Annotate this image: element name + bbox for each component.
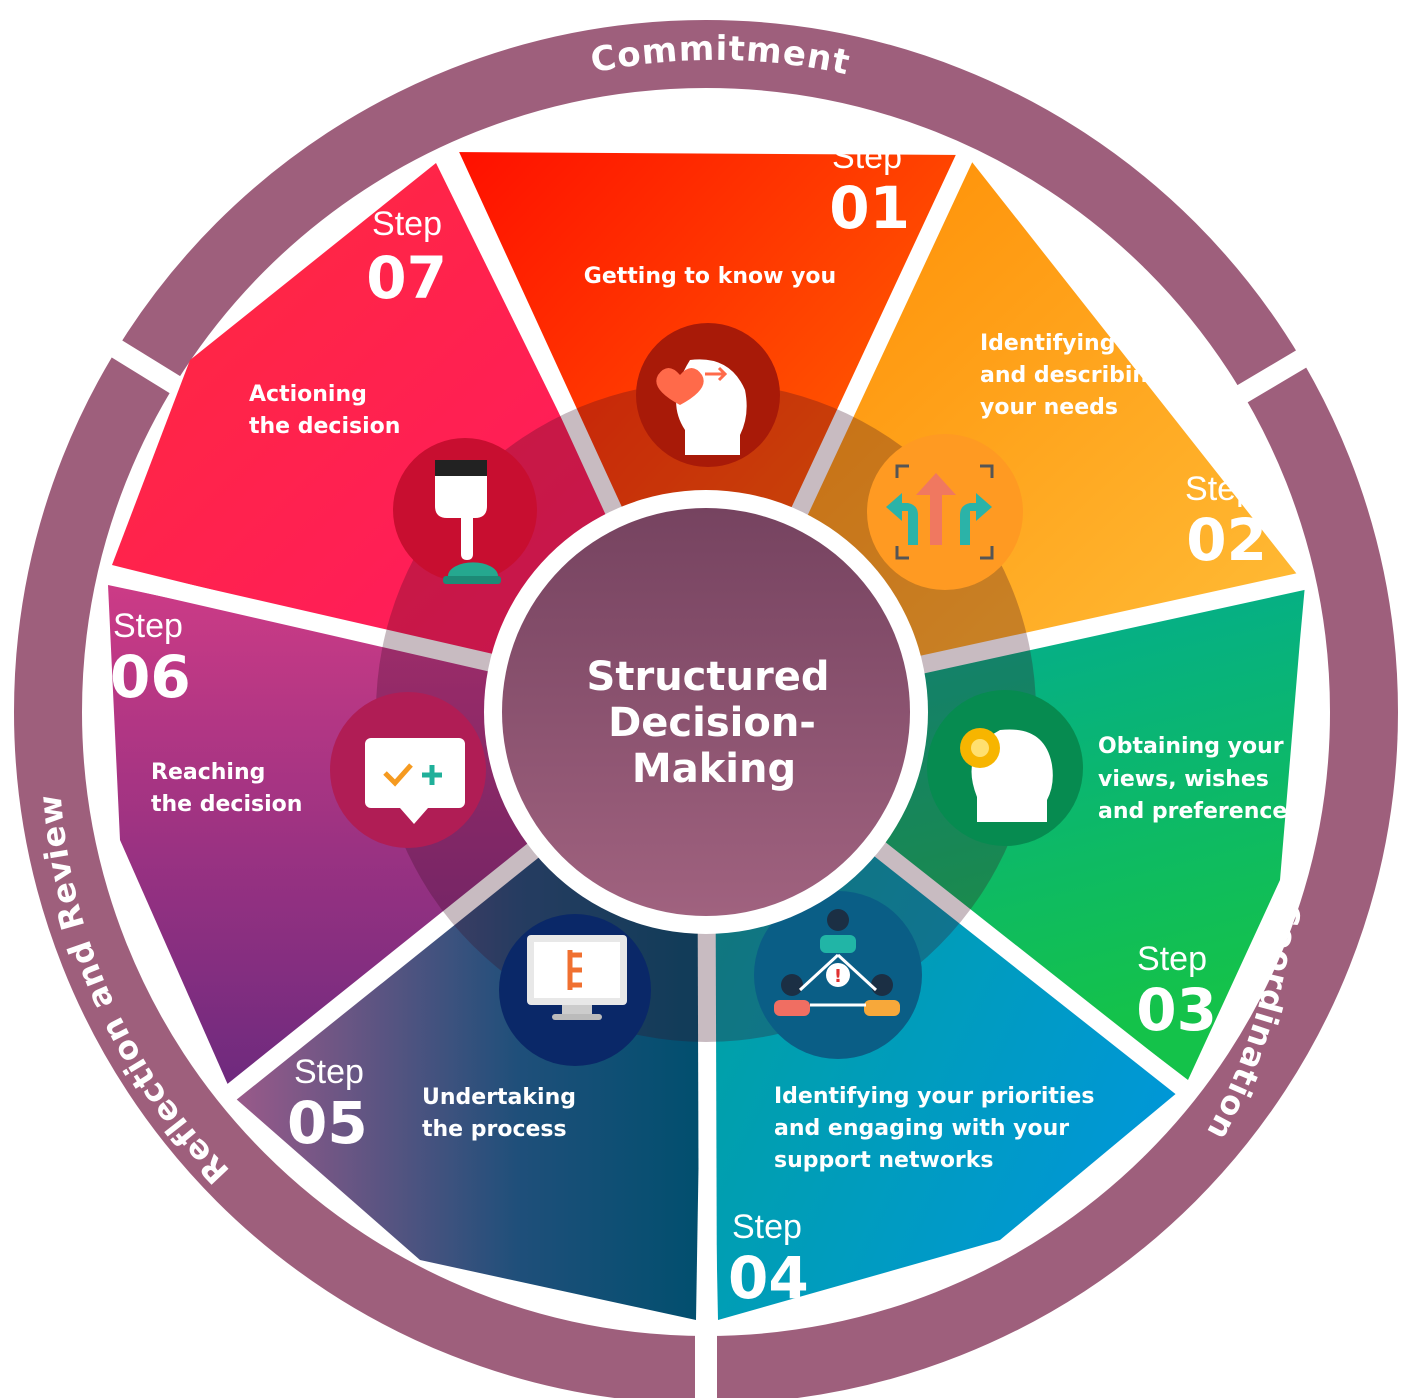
- svg-text:02: 02: [1186, 506, 1267, 574]
- step-02-text: Identifying and describing your needs: [980, 331, 1164, 420]
- svg-text:and describing: and describing: [980, 363, 1164, 388]
- step-04-label: Step 04: [728, 1208, 809, 1312]
- hub-line-1: Structured: [587, 654, 830, 700]
- svg-text:Step: Step: [294, 1053, 364, 1091]
- people-network-icon: !: [774, 909, 900, 1016]
- step-07-text: Actioning the decision: [249, 382, 400, 439]
- svg-text:the process: the process: [422, 1117, 567, 1142]
- svg-text:Step: Step: [832, 138, 902, 176]
- svg-text:07: 07: [366, 244, 447, 312]
- speech-check-plus-icon: [365, 738, 465, 824]
- svg-text:Reaching: Reaching: [151, 760, 265, 785]
- svg-text:05: 05: [287, 1089, 368, 1157]
- step-02-label: Step 02: [1185, 470, 1267, 574]
- svg-text:!: !: [834, 966, 842, 987]
- step-06-label: Step 06: [110, 607, 191, 711]
- svg-text:views, wishes: views, wishes: [1098, 767, 1269, 792]
- hub-line-2: Decision-: [608, 700, 816, 746]
- heart-head-icon: [656, 359, 747, 455]
- svg-text:Step: Step: [372, 205, 442, 243]
- step-04-text: Identifying your priorities and engaging…: [774, 1084, 1094, 1173]
- hand-press-button-icon: [435, 460, 501, 584]
- step-01-text: Getting to know you: [584, 264, 836, 289]
- step-03-label: Step 03: [1136, 940, 1217, 1044]
- svg-text:and preferences: and preferences: [1098, 799, 1300, 824]
- svg-text:03: 03: [1136, 976, 1217, 1044]
- svg-text:Identifying: Identifying: [980, 331, 1115, 356]
- svg-text:Step: Step: [732, 1208, 802, 1246]
- svg-text:Step: Step: [1185, 470, 1255, 508]
- svg-text:the decision: the decision: [249, 414, 400, 439]
- hub: Structured Decision- Making: [484, 490, 928, 934]
- hub-line-3: Making: [632, 746, 796, 792]
- svg-text:Step: Step: [1137, 940, 1207, 978]
- svg-text:and engaging with your: and engaging with your: [774, 1116, 1069, 1141]
- svg-text:04: 04: [728, 1244, 809, 1312]
- svg-text:the decision: the decision: [151, 792, 302, 817]
- svg-text:Identifying your priorities: Identifying your priorities: [774, 1084, 1094, 1109]
- svg-text:Getting to know you: Getting to know you: [584, 264, 836, 289]
- step-05-text: Undertaking the process: [422, 1085, 576, 1142]
- svg-text:06: 06: [110, 643, 191, 711]
- svg-text:Undertaking: Undertaking: [422, 1085, 576, 1110]
- step-06-text: Reaching the decision: [151, 760, 302, 817]
- svg-text:Actioning: Actioning: [249, 382, 367, 407]
- step-05-label: Step 05: [287, 1053, 368, 1157]
- svg-text:Step: Step: [113, 607, 183, 645]
- step-03-text: Obtaining your views, wishes and prefere…: [1098, 734, 1300, 824]
- gear-idea-head-icon: [960, 728, 1053, 822]
- svg-text:Obtaining your: Obtaining your: [1098, 734, 1284, 759]
- svg-text:your needs: your needs: [980, 395, 1118, 420]
- step-01-label: Step 01: [829, 138, 910, 242]
- svg-text:01: 01: [829, 174, 910, 242]
- step-07-label: Step 07: [366, 205, 447, 312]
- monitor-flowchart-icon: [527, 935, 627, 1020]
- svg-text:support networks: support networks: [774, 1148, 994, 1173]
- diverging-arrows-icon: [886, 464, 994, 560]
